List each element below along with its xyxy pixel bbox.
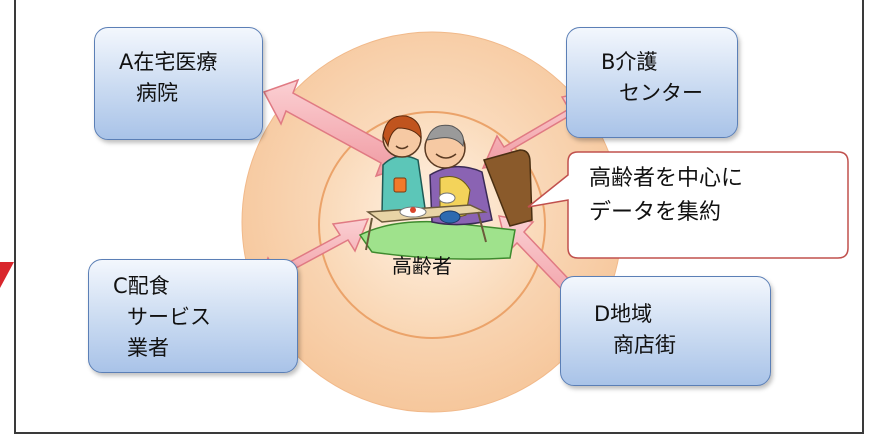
- callout-line1: 高齢者を中心に: [589, 166, 744, 191]
- node-d-local-shopping-street: D地域 商店街: [560, 276, 771, 386]
- elderly-care-illustration: [358, 115, 533, 260]
- callout-line2: データを集約: [589, 200, 722, 225]
- red-edge-mark: [0, 262, 14, 288]
- center-label: 高齢者: [392, 254, 452, 278]
- node-a-home-medical-hospital: A在宅医療 病院: [94, 27, 263, 140]
- node-b-care-center: B介護 センター: [566, 27, 738, 138]
- callout-bubble: [527, 151, 849, 259]
- node-a-line2: 病院: [136, 81, 178, 105]
- node-c-line2: サービス: [127, 305, 211, 329]
- node-b-line2: センター: [619, 81, 703, 105]
- node-c-meal-delivery: C配食 サービス 業者: [88, 259, 298, 373]
- node-d-line2: 商店街: [613, 333, 676, 357]
- node-b-line1: B介護: [601, 50, 658, 74]
- node-c-line1: C配食: [113, 274, 170, 298]
- node-d-line1: D地域: [594, 302, 653, 326]
- node-a-line1: A在宅医療: [119, 50, 218, 74]
- node-c-line3: 業者: [127, 336, 169, 360]
- callout-text: 高齢者を中心に データを集約: [589, 162, 839, 230]
